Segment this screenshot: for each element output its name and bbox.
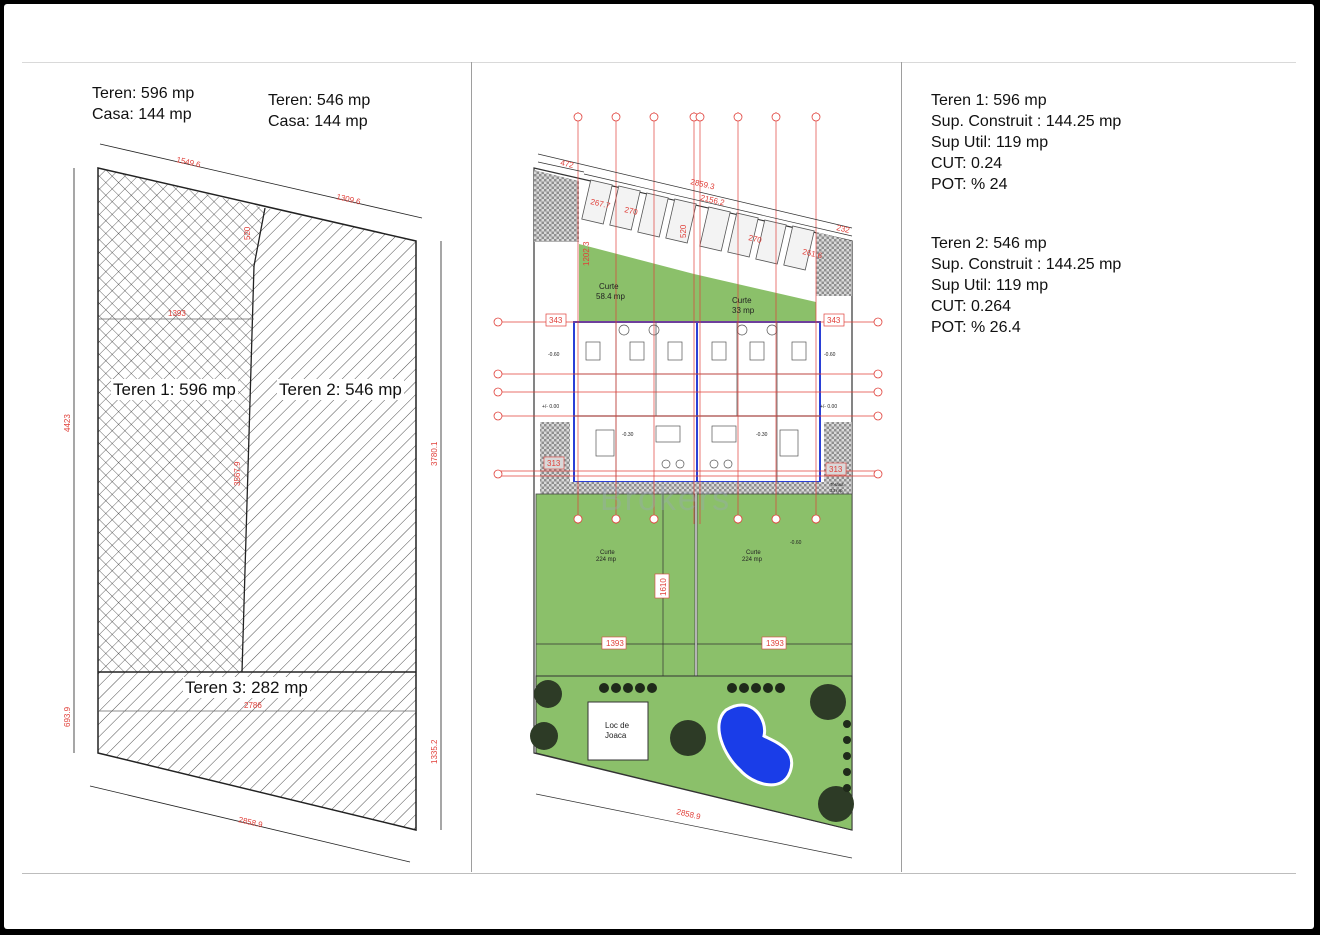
dim-top-right: 1309.6 [336, 192, 362, 206]
lot2-summary-land: Teren 2: 546 mp [931, 235, 1047, 252]
dim-1610: 1610 [659, 578, 668, 596]
dim-top-left: 1549.6 [176, 155, 202, 169]
lot1-summary-pot: POT: % 24 [931, 176, 1008, 193]
lot2-summary-useful: Sup Util: 119 mp [931, 277, 1049, 294]
lot2-house-header: Casa: 144 mp [268, 113, 368, 130]
site-boundary [97, 167, 417, 831]
level-mark-4: -0.30 [756, 432, 768, 438]
dim-2156: 2156.2 [700, 193, 726, 207]
lot1-house-header: Casa: 144 mp [92, 106, 192, 123]
lot-division-plan: 1549.6 1309.6 4423 3780.1 1393 3567.9 52… [63, 143, 442, 863]
terrace-name: Terasa [830, 482, 844, 487]
terrace-paving [540, 482, 852, 494]
lot2-summary-built: Sup. Construit : 144.25 mp [931, 256, 1122, 273]
paving-right [816, 232, 852, 296]
sheet-frame [22, 62, 1296, 874]
dim-232: 232 [836, 223, 852, 235]
dim-inner-width: 1393 [168, 309, 186, 318]
watermark: Brokers [600, 480, 731, 518]
dim-1393-left: 1393 [606, 639, 624, 648]
site-plan: Loc de Joaca [493, 112, 883, 859]
playground-label-2: Joaca [605, 731, 627, 740]
side-paving-1 [540, 422, 570, 482]
curte-big-1-name: Curte [600, 550, 615, 556]
dim-divider-height: 3567.9 [233, 461, 242, 486]
dim-left-height: 4423 [63, 414, 72, 432]
level-mark-6: -0.60 [824, 352, 836, 358]
dim-1393-right: 1393 [766, 639, 784, 648]
dim-520: 520 [679, 224, 688, 238]
pool [717, 703, 794, 787]
panel-divider-left [471, 62, 472, 872]
dim-472: 472 [560, 158, 576, 170]
level-mark-7: -0.60 [790, 540, 802, 546]
grid-bubbles [493, 112, 883, 524]
terrace-area: 33 mp [830, 488, 843, 493]
curte-small-2-area: 33 mp [732, 306, 755, 315]
curte-small-1-name: Curte [599, 282, 619, 291]
curte-big-2-area: 224 mp [742, 557, 763, 563]
playground-label-1: Loc de [605, 721, 630, 730]
dim-313-left: 313 [547, 459, 561, 468]
dim-2859: 2859.3 [690, 177, 716, 191]
dim-1202: 1202.3 [582, 241, 591, 266]
dim-lot3-width: 2786 [244, 701, 262, 710]
curte-big-1-area: 224 mp [596, 557, 617, 563]
lot1-area-label: Teren 1: 596 mp [111, 379, 238, 400]
panel-divider-right [901, 62, 902, 872]
dim-2858: 2858.9 [676, 807, 702, 821]
dim-notch: 520 [243, 226, 252, 240]
level-mark-1: -0.60 [548, 352, 560, 358]
lot2-hatch [242, 208, 416, 672]
lot1-land-header: Teren: 596 mp [92, 85, 195, 102]
dim-313-right: 313 [829, 465, 843, 474]
back-garden-2 [696, 493, 853, 677]
lot-divider-line [241, 207, 266, 673]
paving-left [534, 170, 579, 242]
level-mark-2: +/- 0.00 [542, 404, 559, 410]
dim-343-right: 343 [827, 316, 841, 325]
dim-270: 270 [624, 205, 640, 217]
lot1-summary-cut: CUT: 0.24 [931, 155, 1003, 172]
lot1-summary-useful: Sup Util: 119 mp [931, 134, 1049, 151]
drawing-sheet: Teren: 596 mp Casa: 144 mp Teren: 546 mp… [4, 4, 1314, 929]
front-garden-2 [694, 274, 816, 322]
curte-big-2-name: Curte [746, 550, 761, 556]
lot1-hatch [98, 168, 265, 672]
parking-spots [581, 179, 815, 271]
playground [587, 701, 649, 761]
level-mark-5: +/- 0.00 [820, 404, 837, 410]
lot3-area-label: Teren 3: 282 mp [183, 677, 310, 698]
dim-270-b: 270 [748, 233, 764, 245]
curte-small-2-name: Curte [732, 296, 752, 305]
lot2-area-label: Teren 2: 546 mp [277, 379, 404, 400]
lot1-summary-land: Teren 1: 596 mp [931, 92, 1047, 109]
lot2-summary-pot: POT: % 26.4 [931, 319, 1021, 336]
lot1-summary-built: Sup. Construit : 144.25 mp [931, 113, 1122, 130]
curte-small-1-area: 58.4 mp [596, 292, 625, 301]
lot2-land-header: Teren: 546 mp [268, 92, 371, 109]
level-mark-3: -0.30 [622, 432, 634, 438]
dim-343-left: 343 [549, 316, 563, 325]
trees [530, 680, 854, 822]
front-garden-1 [579, 244, 694, 322]
dim-bottom: 2858.9 [238, 815, 264, 829]
dim-lot3-left: 693.9 [63, 706, 72, 727]
dim-lot3-right: 1335.2 [430, 739, 439, 764]
lot2-summary-cut: CUT: 0.264 [931, 298, 1012, 315]
dim-right-height: 3780.1 [430, 441, 439, 466]
